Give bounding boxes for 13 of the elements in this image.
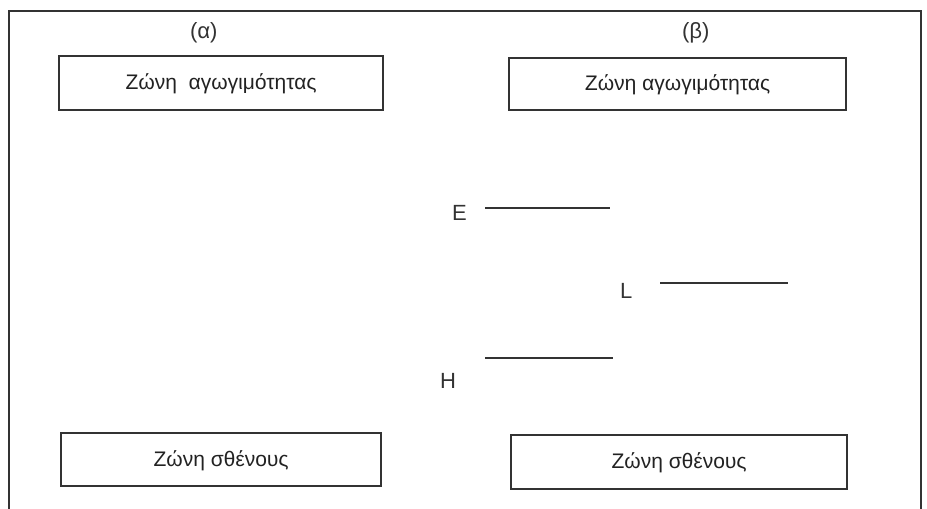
band-label: Ζώνη αγωγιμότητας (126, 71, 316, 95)
band-label: Ζώνη σθένους (153, 448, 289, 472)
level-label: E (452, 200, 467, 226)
energy-band-box (60, 432, 382, 487)
panel-label: (α) (190, 18, 218, 44)
level-label: H (440, 368, 456, 394)
band-label: Ζώνη σθένους (611, 450, 747, 474)
band-label: Ζώνη αγωγιμότητας (584, 72, 770, 96)
energy-band-box (58, 55, 384, 111)
energy-band-box (510, 434, 848, 490)
energy-band-box (508, 57, 847, 111)
level-label: L (620, 278, 632, 304)
panel-label: (β) (682, 18, 710, 44)
